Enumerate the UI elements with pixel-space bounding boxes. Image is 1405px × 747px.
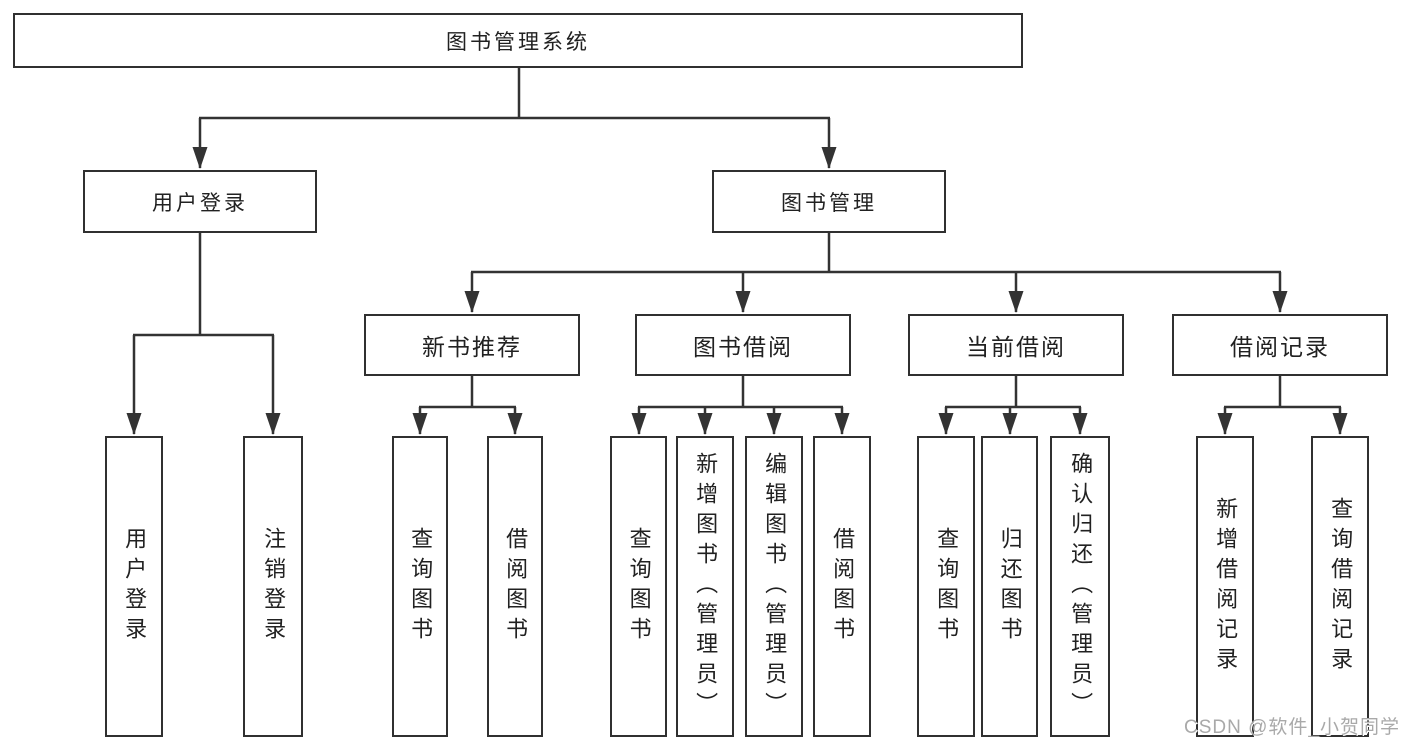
- node-label: 图书借阅: [693, 334, 793, 360]
- wire-book-management-split: [464, 232, 1288, 313]
- leaf-add-book-admin: 新增图书（管理员）: [676, 436, 734, 737]
- leaf-query-books-current: 查询图书: [917, 436, 975, 737]
- node-user-login: 用户登录: [83, 170, 317, 233]
- node-library-management-system: 图书管理系统: [13, 13, 1023, 68]
- leaf-label: 查询图书: [626, 526, 652, 647]
- leaf-label: 新增图书（管理员）: [693, 451, 719, 722]
- leaf-edit-book-admin: 编辑图书（管理员）: [745, 436, 803, 737]
- wire-root-split: [192, 67, 837, 169]
- wire-current-borrow-split: [938, 375, 1088, 435]
- node-borrow-records: 借阅记录: [1172, 314, 1388, 376]
- leaf-label: 用户登录: [122, 526, 148, 647]
- leaf-borrow-books-recommend: 借阅图书: [487, 436, 543, 737]
- node-label: 用户登录: [152, 191, 248, 215]
- node-book-management: 图书管理: [712, 170, 946, 233]
- node-label: 图书管理系统: [446, 30, 590, 54]
- leaf-label: 借阅图书: [830, 526, 856, 647]
- leaf-label: 借阅图书: [503, 526, 529, 647]
- watermark-text: CSDN @软件_小贺同学: [1184, 717, 1400, 738]
- leaf-label: 归还图书: [997, 526, 1023, 647]
- leaf-confirm-return-admin: 确认归还（管理员）: [1050, 436, 1110, 737]
- leaf-logout: 注销登录: [243, 436, 303, 737]
- leaf-label: 注销登录: [261, 526, 287, 647]
- wire-new-book-split: [412, 375, 523, 435]
- node-book-borrow: 图书借阅: [635, 314, 851, 376]
- leaf-query-borrow-record: 查询借阅记录: [1311, 436, 1369, 737]
- wire-user-login-split: [126, 232, 281, 435]
- node-label: 借阅记录: [1230, 334, 1330, 360]
- wire-borrow-records-split: [1217, 375, 1348, 435]
- leaf-label: 编辑图书（管理员）: [762, 451, 788, 722]
- wire-book-borrow-split: [631, 375, 850, 435]
- leaf-query-books-recommend: 查询图书: [392, 436, 448, 737]
- leaf-query-books-borrow: 查询图书: [610, 436, 667, 737]
- leaf-return-book: 归还图书: [981, 436, 1038, 737]
- leaf-borrow-books: 借阅图书: [813, 436, 871, 737]
- leaf-label: 新增借阅记录: [1213, 496, 1239, 677]
- leaf-label: 查询图书: [934, 526, 960, 647]
- leaf-user-login: 用户登录: [105, 436, 163, 737]
- leaf-label: 查询图书: [408, 526, 434, 647]
- leaf-label: 查询借阅记录: [1328, 496, 1354, 677]
- leaf-label: 确认归还（管理员）: [1068, 451, 1094, 722]
- node-new-book-recommend: 新书推荐: [364, 314, 580, 376]
- leaf-add-borrow-record: 新增借阅记录: [1196, 436, 1254, 737]
- node-current-borrow: 当前借阅: [908, 314, 1124, 376]
- node-label: 当前借阅: [966, 334, 1066, 360]
- node-label: 新书推荐: [422, 334, 522, 360]
- node-label: 图书管理: [781, 191, 877, 215]
